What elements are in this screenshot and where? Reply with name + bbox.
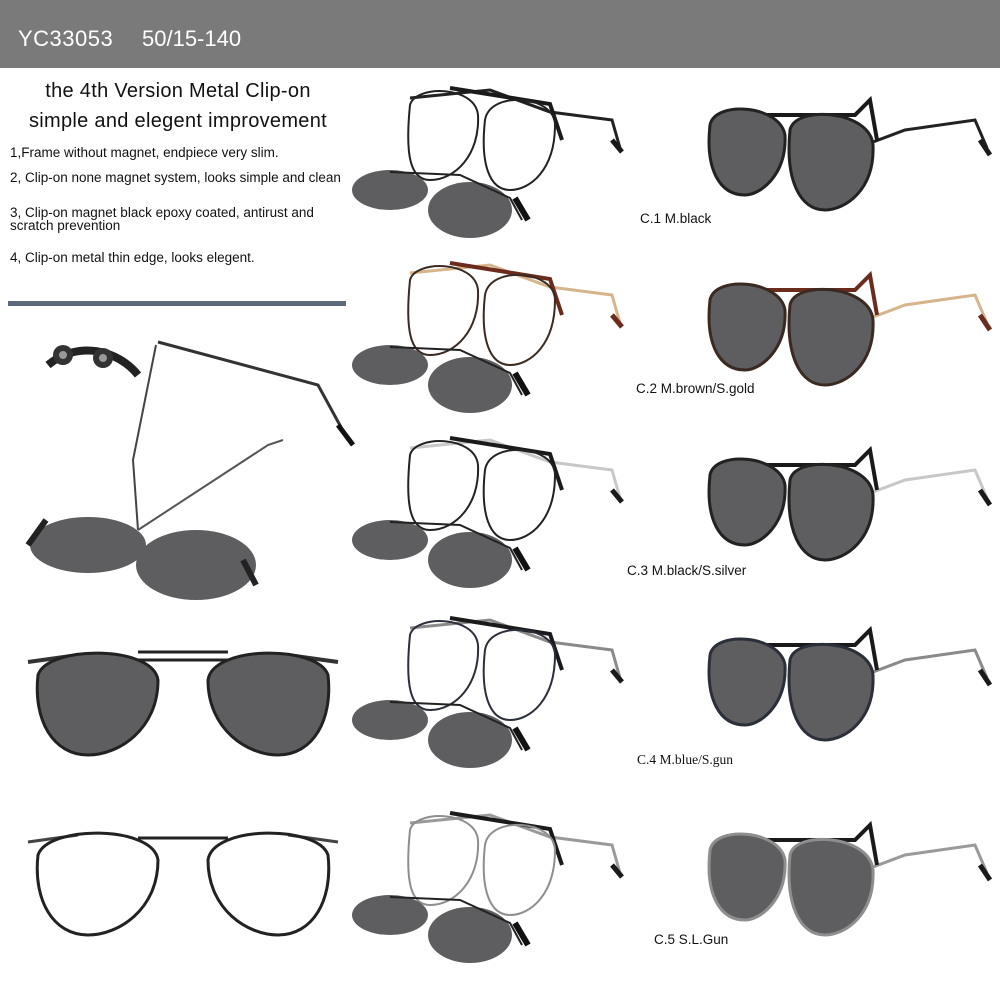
variant-label-5: C.5 S.L.Gun [654, 932, 729, 947]
frame-size: 50/15-140 [142, 26, 242, 51]
variant-5-sunglasses-image [707, 820, 993, 937]
variant-3-frame-with-clip-image [352, 436, 624, 588]
feature-item-3: 3, Clip-on magnet black epoxy coated, an… [10, 205, 314, 233]
feature-item-4: 4, Clip-on metal thin edge, looks elegen… [10, 250, 255, 265]
header-bar: YC33053 50/15-140 [0, 0, 1000, 68]
variant-label-1: C.1 M.black [640, 211, 712, 226]
variant-3-sunglasses-image [707, 445, 993, 562]
variant-2-frame-with-clip-image [352, 261, 624, 413]
variant-4-sunglasses-image [707, 625, 993, 742]
variant-1-frame-with-clip-image [352, 86, 624, 238]
variant-label-4: C.4 M.blue/S.gun [637, 752, 734, 767]
variant-5-frame-with-clip-image [352, 811, 624, 963]
variant-1-sunglasses-image [707, 95, 993, 212]
section-divider [8, 301, 346, 306]
headline-subtitle: simple and elegent improvement [28, 110, 328, 132]
feature-item-1: 1,Frame without magnet, endpiece very sl… [10, 145, 279, 160]
front-view-frame-image [27, 831, 339, 937]
variant-4-frame-with-clip-image [352, 616, 624, 768]
variant-label-3: C.3 M.black/S.silver [627, 563, 747, 578]
detail-angled-glasses-image [25, 340, 355, 600]
variant-2-sunglasses-image [707, 270, 993, 387]
headline-title: the 4th Version Metal Clip-on [45, 80, 311, 102]
model-number: YC33053 [18, 26, 114, 51]
variant-label-2: C.2 M.brown/S.gold [636, 381, 755, 396]
front-view-sunglasses-image [27, 650, 339, 757]
feature-item-2: 2, Clip-on none magnet system, looks sim… [10, 170, 341, 185]
